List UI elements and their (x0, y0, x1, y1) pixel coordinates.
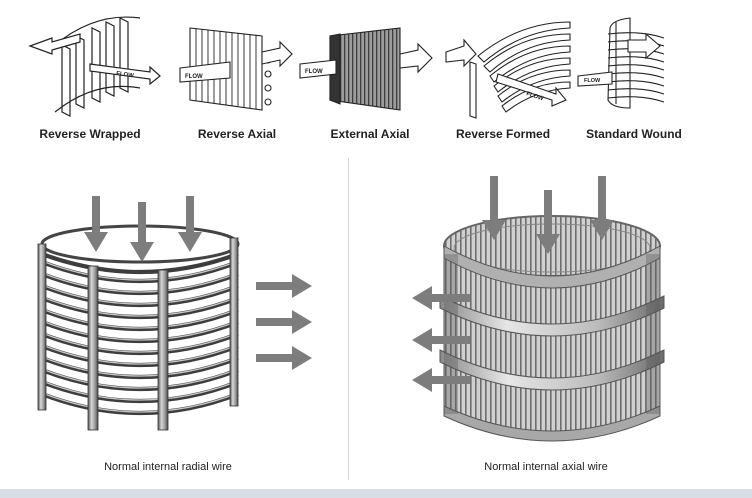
label-reverse-formed: Reverse Formed (455, 127, 551, 141)
standard-wound-illustration: FLOW (577, 17, 665, 109)
label-reverse-axial: Reverse Axial (197, 127, 277, 141)
reverse-formed-illustration: FLOW (445, 21, 571, 119)
radial-wire-cylinder (37, 224, 240, 431)
flow-arrows-down-left (84, 196, 202, 262)
flow-arrow-label: FLOW (584, 78, 601, 84)
flow-arrow-label: FLOW (525, 91, 544, 102)
caption-radial-wire: Normal internal radial wire (104, 461, 232, 473)
reverse-axial-illustration: FLOW (179, 27, 293, 111)
flow-arrow-label: FLOW (185, 74, 203, 80)
flow-arrow-label: FLOW (116, 71, 135, 79)
flow-arrows-out-left (412, 286, 470, 392)
flow-arrows-down-right (482, 176, 614, 254)
axial-wire-cylinder (439, 215, 665, 442)
footer-bar (0, 489, 752, 498)
reverse-wrapped-illustration: FLOW (28, 16, 161, 117)
label-external-axial: External Axial (330, 127, 410, 141)
label-reverse-wrapped: Reverse Wrapped (39, 127, 141, 141)
flow-arrows-out-right (256, 274, 312, 370)
label-standard-wound: Standard Wound (586, 127, 682, 141)
flow-arrow-label: FLOW (305, 69, 323, 75)
caption-axial-wire: Normal internal axial wire (484, 461, 608, 473)
external-axial-illustration: FLOW (299, 27, 433, 111)
panel-divider (348, 158, 349, 480)
